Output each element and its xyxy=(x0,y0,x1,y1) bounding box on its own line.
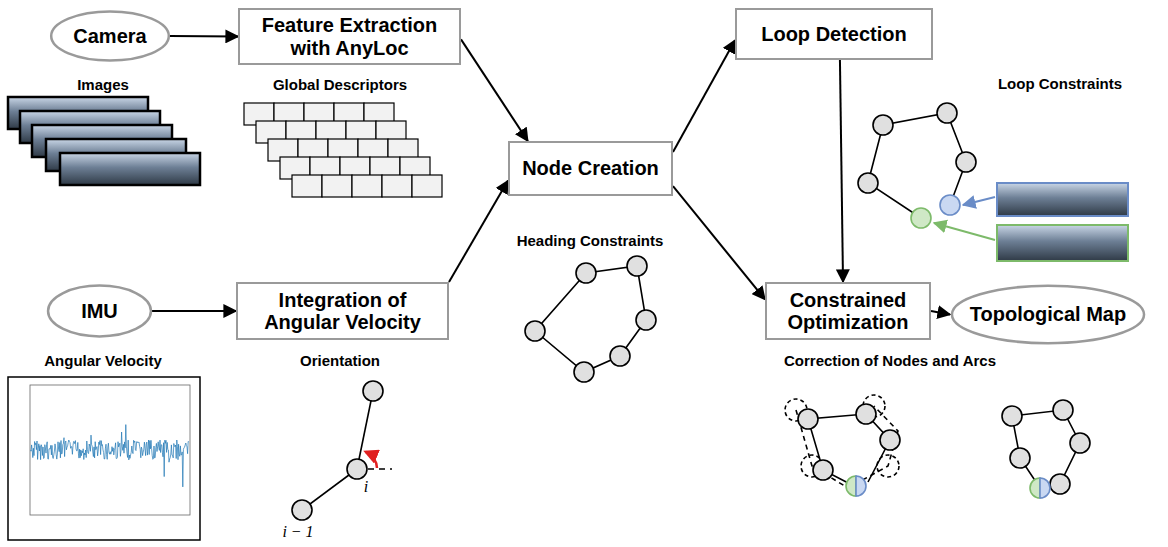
image-stack xyxy=(8,97,200,185)
process-box: Constrained Optimization xyxy=(765,282,931,340)
node-label: Constrained Optimization xyxy=(767,289,929,334)
node-label: Feature Extraction with AnyLoc xyxy=(240,14,459,59)
node-label: IMU xyxy=(75,300,124,322)
caption-label: Angular Velocity xyxy=(44,352,162,369)
arrow-connector xyxy=(673,40,735,152)
process-box: Integration of Angular Velocity xyxy=(236,282,449,340)
caption-label: Heading Constraints xyxy=(517,232,664,249)
arrow-connector xyxy=(152,310,236,312)
node-label: Loop Detection xyxy=(755,23,913,45)
orientation-sketch xyxy=(292,381,392,520)
caption-label: Orientation xyxy=(300,352,380,369)
caption-label: Images xyxy=(77,76,129,93)
output-ellipse: Topological Map xyxy=(950,284,1146,345)
descriptor-grids xyxy=(244,103,442,197)
math-label: i xyxy=(364,478,368,496)
math-label: i − 1 xyxy=(282,523,313,541)
node-label: Node Creation xyxy=(516,157,665,179)
correction-graph xyxy=(785,395,900,496)
node-label: Topological Map xyxy=(964,303,1132,325)
process-box: Node Creation xyxy=(508,141,673,196)
arrow-connector xyxy=(170,35,238,38)
final-map xyxy=(1002,400,1090,498)
heading-graph xyxy=(525,256,656,382)
process-box: Loop Detection xyxy=(735,8,933,60)
loop-graph xyxy=(858,103,1128,261)
arrow-connector xyxy=(449,181,508,282)
sensor-ellipse: IMU xyxy=(47,284,152,338)
caption-label: Global Descriptors xyxy=(273,76,407,93)
node-label: Camera xyxy=(67,25,152,47)
sensor-ellipse: Camera xyxy=(50,10,170,62)
process-box: Feature Extraction with AnyLoc xyxy=(238,8,461,65)
arrow-connector xyxy=(673,186,765,299)
caption-label: Loop Constraints xyxy=(998,75,1122,92)
arrow-connector xyxy=(461,39,528,141)
caption-label: Correction of Nodes and Arcs xyxy=(784,352,996,369)
arrow-connector xyxy=(840,60,843,282)
arrow-connector xyxy=(931,311,950,315)
node-label: Integration of Angular Velocity xyxy=(238,289,447,334)
angular-velocity-plot xyxy=(8,377,200,540)
